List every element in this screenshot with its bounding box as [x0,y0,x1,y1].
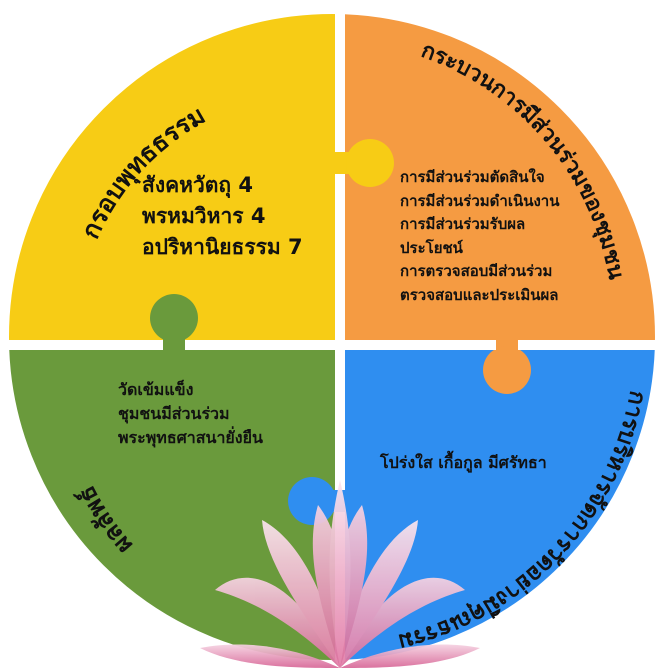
top-left-item: อปริหานิยธรรม 7 [142,235,303,259]
puzzle-knob-bl-to-tl [150,294,198,357]
top-left-item: สังคหวัตถุ 4 [142,173,254,197]
top-right-item: การตรวจสอบมีส่วนร่วม [400,262,553,280]
top-right-item: การมีส่วนร่วมตัดสินใจ [400,168,545,186]
bottom-left-item: พระพุทธศาสนายั่งยืน [118,428,263,447]
bottom-right-items: โปร่งใส เกื้อกูล มีศรัทธา [380,451,547,476]
top-right-items: การมีส่วนร่วมตัดสินใจ การมีส่วนร่วมดำเนิ… [400,166,559,307]
top-right-item: การมีส่วนร่วมรับผล [400,215,526,233]
top-right-item: ประโยชน์ [400,238,463,257]
lotus-flower-icon [200,480,480,668]
bottom-right-item: โปร่งใส เกื้อกูล มีศรัทธา [380,453,547,472]
puzzle-knob-tl-to-tr [330,139,394,187]
top-left-items: สังคหวัตถุ 4 พรหมวิหาร 4 อปริหานิยธรรม 7 [142,170,303,263]
bottom-left-item: ชุมชนมีส่วนร่วม [118,404,230,423]
top-right-item: ตรวจสอบและประเมินผล [400,285,559,304]
bottom-left-items: วัดเข้มแข็ง ชุมชนมีส่วนร่วม พระพุทธศาสนา… [118,378,263,450]
puzzle-knob-tr-to-br [483,335,531,394]
top-right-item: การมีส่วนร่วมดำเนินงาน [400,191,560,210]
bottom-left-item: วัดเข้มแข็ง [118,380,194,399]
top-left-item: พรหมวิหาร 4 [142,204,266,228]
